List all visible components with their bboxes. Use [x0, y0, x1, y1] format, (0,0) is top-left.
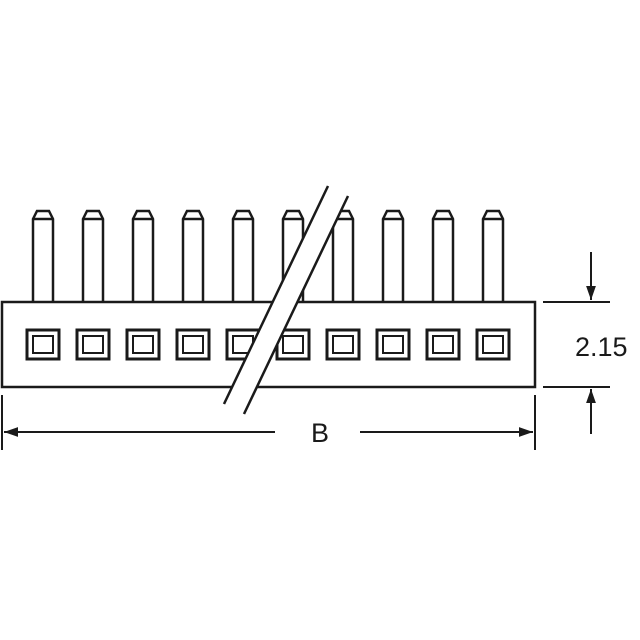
cavity-group — [25, 328, 511, 361]
pin — [481, 209, 505, 302]
pin — [31, 209, 55, 302]
pin — [431, 209, 455, 302]
pin-group — [31, 209, 505, 302]
break-band — [224, 186, 348, 414]
pin — [381, 209, 405, 302]
break-line-right — [242, 195, 350, 415]
cavity-inner — [32, 335, 54, 354]
cavity-inner — [282, 335, 304, 354]
height-dimension-label: 2.15 — [575, 332, 628, 362]
pin — [181, 209, 205, 302]
cavity-inner — [332, 335, 354, 354]
cavity-inner — [82, 335, 104, 354]
pin — [81, 209, 105, 302]
cavity-inner — [432, 335, 454, 354]
cavity-inner — [382, 335, 404, 354]
width-dimension-label: B — [311, 418, 330, 448]
pin — [231, 209, 255, 302]
cavity-inner — [182, 335, 204, 354]
pin — [131, 209, 155, 302]
cavity-inner — [132, 335, 154, 354]
cavity-inner — [482, 335, 504, 354]
pin — [331, 209, 355, 302]
break-line-left — [222, 185, 330, 405]
